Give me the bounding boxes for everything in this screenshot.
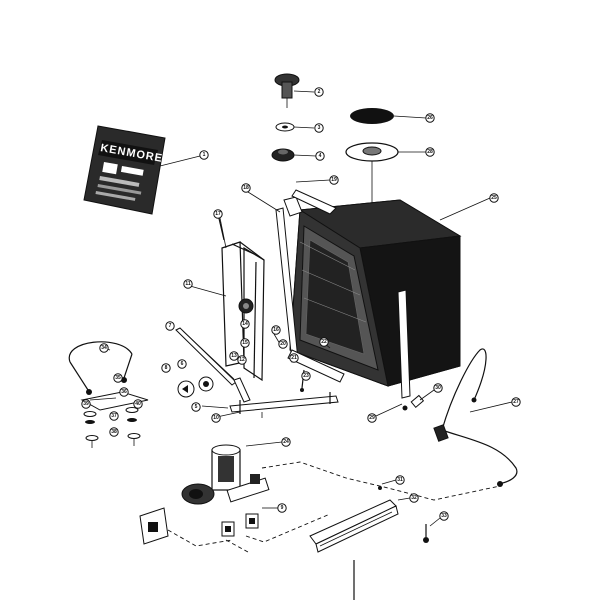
- callout-label: 10: [213, 415, 219, 421]
- callout-label: 7: [169, 323, 172, 329]
- callout-label: 6: [181, 361, 184, 367]
- callout: 6: [177, 359, 187, 369]
- callout-label: 33: [441, 513, 447, 519]
- callout: 37: [109, 411, 119, 421]
- callout-label: 32: [411, 495, 417, 501]
- callout-label: 12: [239, 357, 245, 363]
- callout-label: 25: [491, 195, 497, 201]
- door-frame-rails: [275, 189, 411, 411]
- callout: 39: [81, 399, 91, 409]
- callout-label: 34: [101, 345, 107, 351]
- callout: 24: [281, 437, 291, 447]
- callout: 19: [329, 175, 339, 185]
- callout-label: 28: [427, 149, 433, 155]
- callout: 33: [439, 511, 449, 521]
- callout: 2: [314, 87, 324, 97]
- callout: 32: [409, 493, 419, 503]
- callout: 31: [395, 475, 405, 485]
- callout-label: 39: [83, 401, 89, 407]
- callout: 38: [109, 427, 119, 437]
- water-valve: [181, 444, 270, 505]
- owners-manual: KENMORE: [83, 125, 166, 215]
- callout: 9: [277, 503, 287, 513]
- callout-label: 36: [121, 389, 127, 395]
- callout-label: 11: [185, 281, 191, 287]
- callout: 3: [314, 123, 324, 133]
- callout: 14: [240, 319, 250, 329]
- bottom-bracket: [309, 486, 429, 553]
- callout-label: 40: [135, 401, 141, 407]
- callout-label: 26: [427, 115, 433, 121]
- knob-assembly: [271, 73, 300, 162]
- callout: 13: [229, 351, 239, 361]
- callout-label: 15: [242, 340, 248, 346]
- callout: 35: [113, 373, 123, 383]
- callout-label: 9: [281, 505, 284, 511]
- side-frame: [217, 213, 265, 382]
- callout: 1: [199, 150, 209, 160]
- valve-brackets: [139, 507, 259, 545]
- callout: 20: [278, 339, 288, 349]
- base-rail: [229, 392, 339, 418]
- inlet-hose: [68, 341, 149, 448]
- callout-label: 14: [242, 321, 248, 327]
- wiring-dashes: [167, 461, 501, 553]
- callout: 36: [119, 387, 129, 397]
- callout: 34: [99, 343, 109, 353]
- callout: 17: [213, 209, 223, 219]
- tub-cabinet: [289, 199, 462, 387]
- callout: 27: [511, 397, 521, 407]
- callout-label: 2: [318, 89, 321, 95]
- callout: 11: [183, 279, 193, 289]
- callout: 21: [289, 353, 299, 363]
- callout-label: 21: [291, 355, 297, 361]
- callout: 23: [301, 371, 311, 381]
- top-discs: [345, 108, 399, 205]
- callout: 25: [489, 193, 499, 203]
- callout-label: 3: [318, 125, 321, 131]
- callout: 10: [211, 413, 221, 423]
- callout: 12: [237, 355, 247, 365]
- callout: 16: [271, 325, 281, 335]
- callout-label: 35: [115, 375, 121, 381]
- callout: 29: [367, 413, 377, 423]
- callout-label: 19: [331, 177, 337, 183]
- callout: 28: [425, 147, 435, 157]
- callout: 22: [319, 337, 329, 347]
- callout: 4: [315, 151, 325, 161]
- callout-label: 38: [111, 429, 117, 435]
- callout-label: 22: [321, 339, 327, 345]
- callout-label: 29: [369, 415, 375, 421]
- callout-label: 30: [435, 385, 441, 391]
- callout: 30: [433, 383, 443, 393]
- rods: [175, 327, 251, 403]
- callout-label: 17: [215, 211, 221, 217]
- callout-label: 8: [165, 365, 168, 371]
- power-cord: [410, 348, 518, 487]
- callout-label: 18: [243, 185, 249, 191]
- callout-label: 24: [283, 439, 289, 445]
- callout: 5: [191, 402, 201, 412]
- callout-label: 27: [513, 399, 519, 405]
- callout-label: 1: [203, 152, 206, 158]
- callout-label: 37: [111, 413, 117, 419]
- callout-label: 16: [273, 327, 279, 333]
- callout: 40: [133, 399, 143, 409]
- callout: 15: [240, 338, 250, 348]
- callout-label: 4: [319, 153, 322, 159]
- callout: 18: [241, 183, 251, 193]
- callout-label: 20: [280, 341, 286, 347]
- callout: 26: [425, 113, 435, 123]
- callout-label: 23: [303, 373, 309, 379]
- callout: 7: [165, 321, 175, 331]
- callout-label: 31: [397, 477, 403, 483]
- callout: 8: [161, 363, 171, 373]
- callout-label: 13: [231, 353, 237, 359]
- callouts: 1 2 3 4 5 6 7 8 9 10 11 12 13 14 15 16 1…: [81, 87, 521, 521]
- callout-label: 5: [195, 404, 198, 410]
